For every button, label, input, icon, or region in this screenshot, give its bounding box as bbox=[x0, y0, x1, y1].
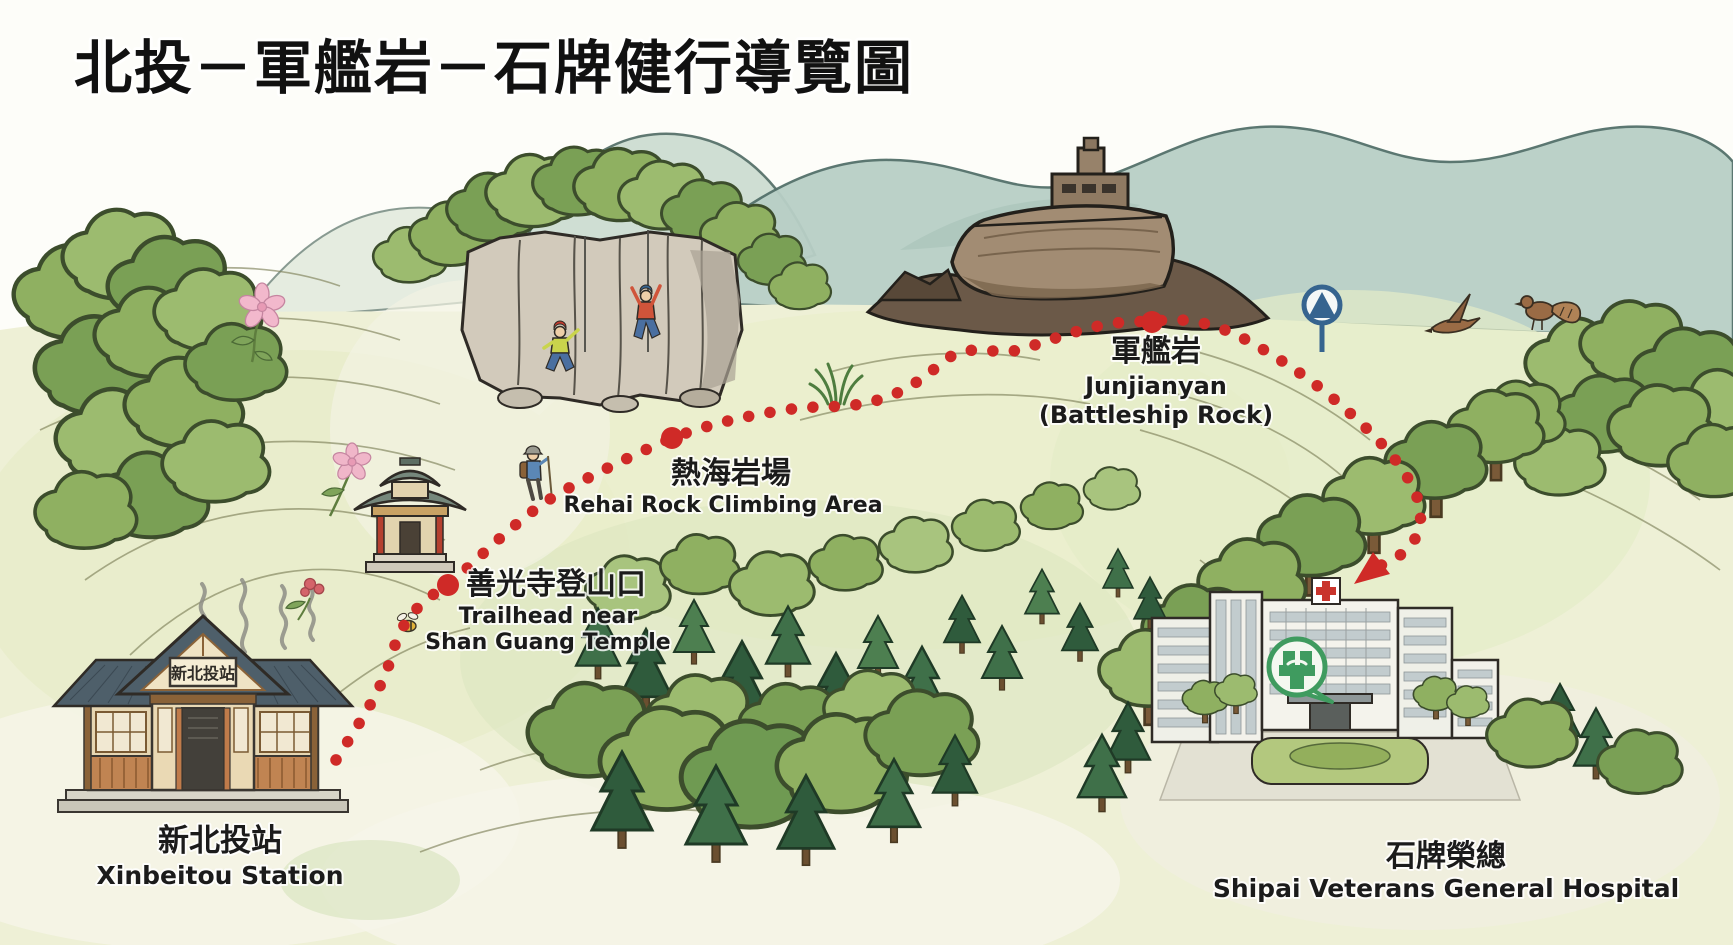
station-label-en: Xinbeitou Station bbox=[96, 861, 343, 890]
long-tailed-bird-icon bbox=[1514, 295, 1582, 331]
climbing-label-zh: 熱海岩場 bbox=[671, 456, 791, 491]
hiking-trail bbox=[330, 311, 1427, 766]
station-sign-plaque bbox=[168, 656, 238, 688]
trailhead-label-zh: 善光寺登山口 bbox=[466, 567, 646, 602]
climber-figure-1 bbox=[542, 320, 580, 372]
temple-building bbox=[353, 457, 467, 573]
flying-bird-icon bbox=[1424, 293, 1481, 334]
battleship-label-zh: 軍艦岩 bbox=[1111, 334, 1201, 369]
hospital-lawn bbox=[1251, 737, 1429, 785]
battleship-label-en-2: (Battleship Rock) bbox=[1039, 401, 1273, 429]
station-label-zh: 新北投站 bbox=[158, 823, 282, 859]
station-sign-text: 新北投站 bbox=[171, 664, 235, 683]
battleship-label-en-1: Junjianyan bbox=[1083, 372, 1227, 400]
climbing-cliff bbox=[460, 230, 744, 413]
flower-icon-2 bbox=[320, 442, 372, 517]
flower-icon-1 bbox=[230, 282, 286, 363]
hospital-logo-icon bbox=[1266, 636, 1334, 704]
summit-marker-icon bbox=[1301, 284, 1343, 352]
climbing-label-en: Rehai Rock Climbing Area bbox=[563, 493, 882, 518]
red-cross-icon bbox=[1311, 577, 1341, 605]
trail-end-arrow bbox=[1354, 552, 1390, 584]
trailhead-label-en-1: Trailhead near bbox=[459, 604, 638, 629]
hiking-trail-path bbox=[330, 314, 1427, 766]
hiker-figure bbox=[519, 445, 553, 501]
station-building: 新北投站 bbox=[51, 613, 355, 813]
hospital-label-en: Shipai Veterans General Hospital bbox=[1213, 874, 1679, 903]
trail-node-trailhead bbox=[437, 574, 459, 596]
map-title: 北投－軍艦岩－石牌健行導覽圖 bbox=[74, 34, 914, 102]
trailhead-label-en-2: Shan Guang Temple bbox=[425, 630, 670, 655]
trail-node-climbing bbox=[661, 427, 683, 449]
grass-icon bbox=[808, 362, 864, 406]
trail-node-battleship bbox=[1141, 311, 1163, 333]
climber-figure-2 bbox=[630, 284, 662, 340]
flower-icon-3 bbox=[285, 577, 325, 621]
battleship-rock bbox=[865, 136, 1271, 337]
hospital-label-zh: 石牌榮總 bbox=[1385, 839, 1506, 874]
